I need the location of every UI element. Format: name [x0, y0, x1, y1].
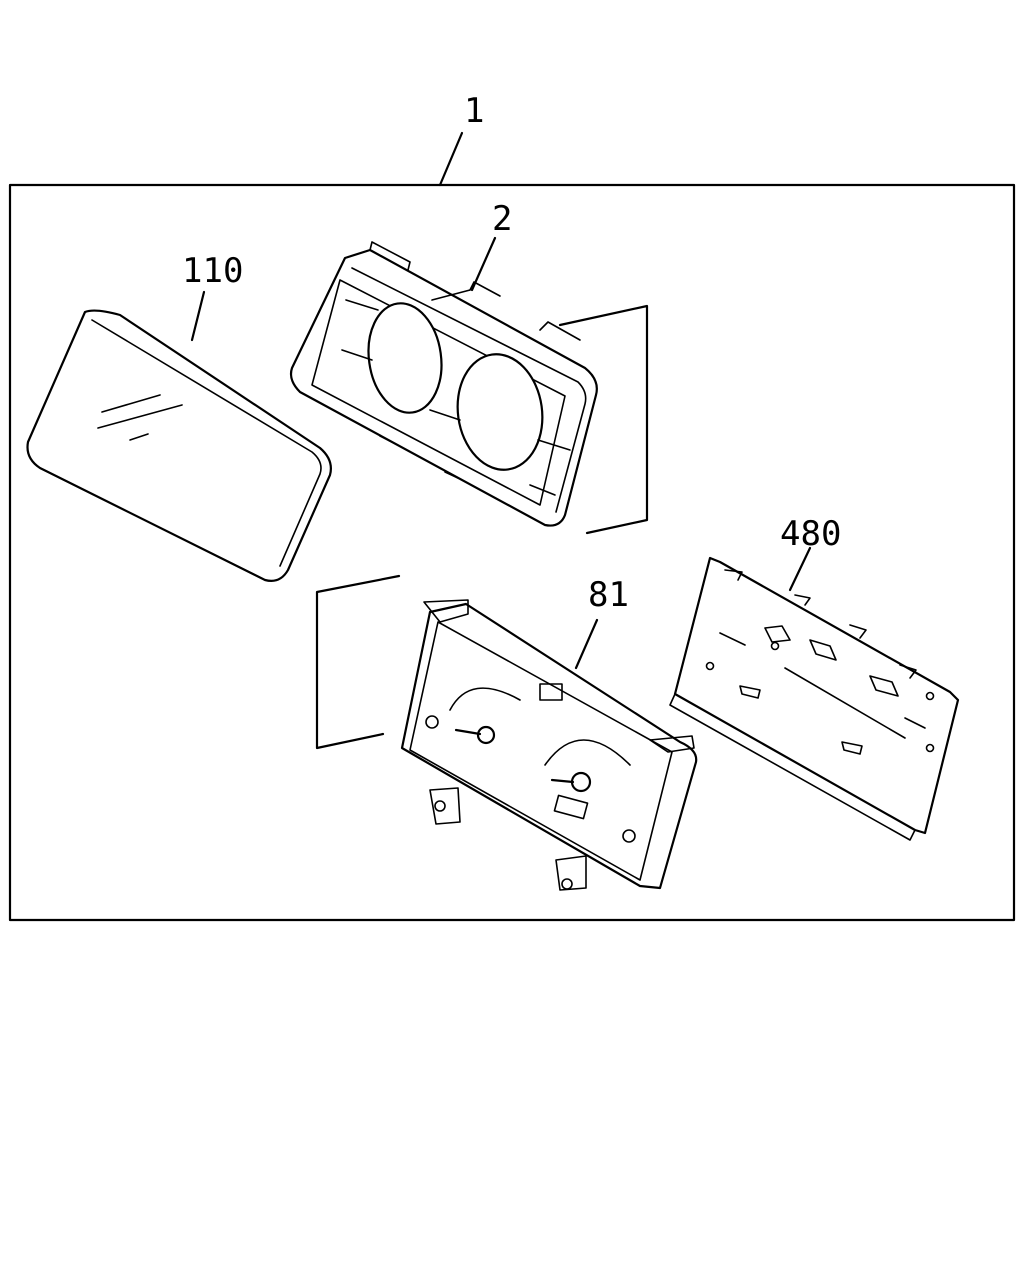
callout-81: 81 [588, 575, 629, 615]
circuit-board [669, 546, 960, 841]
grouping-bracket-left [315, 574, 401, 750]
callout-480: 480 [780, 514, 841, 554]
grouping-bracket-right [558, 304, 649, 535]
callout-2: 2 [492, 199, 512, 239]
callout-1: 1 [464, 91, 484, 131]
callout-110: 110 [182, 251, 243, 291]
lens-cover [26, 290, 332, 582]
assembly-frame [8, 131, 1016, 922]
gauge-dial-board [400, 599, 698, 891]
bezel-housing [289, 236, 598, 527]
